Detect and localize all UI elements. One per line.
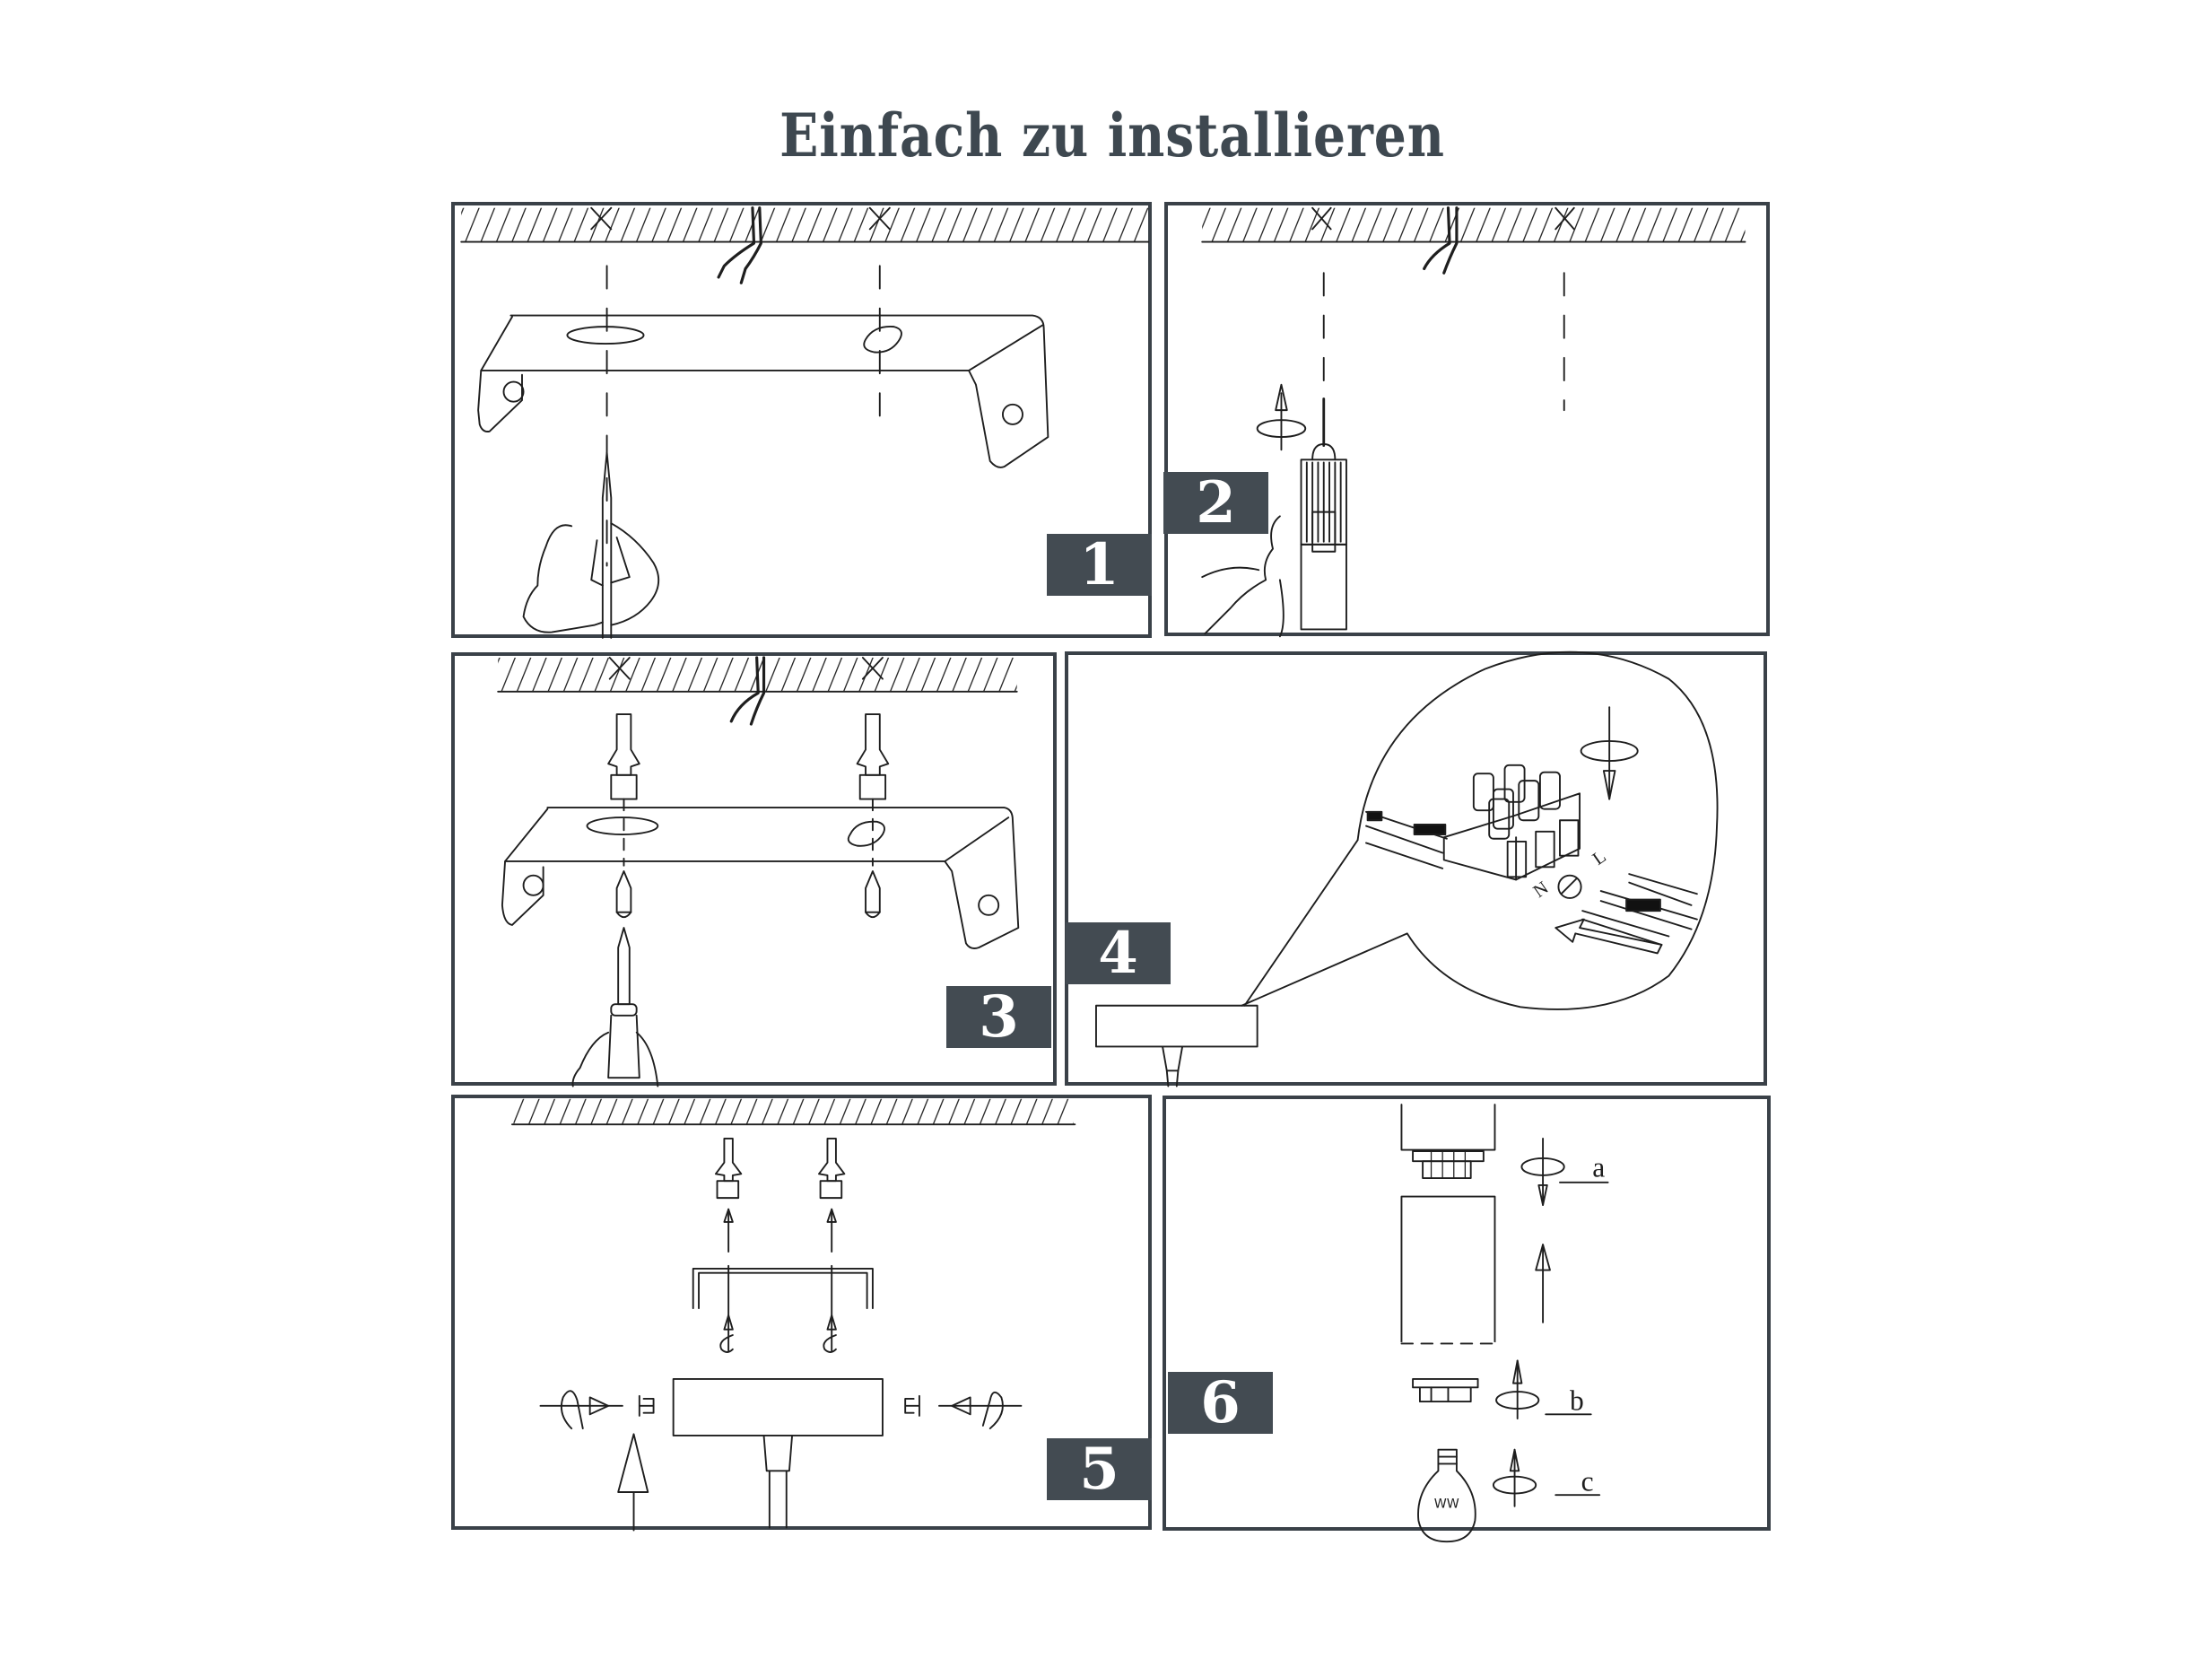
up-arrow-icon bbox=[1535, 1244, 1551, 1323]
cable-icon bbox=[717, 206, 762, 284]
step-badge-5: 5 bbox=[1047, 1438, 1152, 1500]
step-badge-4: 4 bbox=[1066, 922, 1171, 984]
step-badge-2: 2 bbox=[1163, 472, 1268, 534]
step-badge-6: 6 bbox=[1168, 1372, 1273, 1434]
ceiling-hatch bbox=[461, 207, 1149, 242]
wall-dowel-icon bbox=[607, 713, 640, 800]
step-5-illustration bbox=[511, 1098, 1076, 1532]
screwdriver-and-hand-icon bbox=[571, 927, 659, 1087]
step-badge-1: 1 bbox=[1047, 534, 1152, 596]
mark-x-icon bbox=[861, 657, 884, 680]
step-3-panel bbox=[451, 652, 1057, 1086]
side-screw-left bbox=[539, 1390, 655, 1430]
ground-icon bbox=[1557, 874, 1582, 899]
step-6-illustration bbox=[1399, 1104, 1609, 1543]
wall-dowel-icon bbox=[714, 1137, 743, 1200]
side-screw-right bbox=[904, 1391, 1023, 1430]
bracket-icon bbox=[501, 807, 1020, 949]
pencil-and-hand-icon bbox=[522, 451, 660, 639]
bracket-icon bbox=[692, 1267, 874, 1310]
screw-icon bbox=[615, 870, 632, 919]
light-bulb-icon bbox=[1417, 1448, 1476, 1543]
step-badge-3: 3 bbox=[946, 986, 1051, 1048]
page-title: Einfach zu installieren bbox=[779, 100, 1445, 170]
lamp-socket-body bbox=[1400, 1104, 1496, 1151]
up-arrow-icon bbox=[617, 1433, 649, 1532]
terminal-label-l: L bbox=[1589, 847, 1610, 869]
sub-label-b: b bbox=[1570, 1385, 1584, 1417]
step-3-illustration bbox=[497, 656, 1020, 1087]
step-1-illustration bbox=[460, 206, 1150, 639]
mark-x-icon bbox=[590, 206, 613, 231]
step-4-illustration bbox=[1095, 651, 1719, 1087]
mark-x-icon bbox=[1311, 206, 1332, 231]
ceiling-hatch bbox=[513, 1098, 1074, 1125]
lamp-shade bbox=[1400, 1195, 1496, 1345]
terminal-block-icon bbox=[1365, 764, 1581, 881]
sub-label-a: a bbox=[1592, 1151, 1605, 1183]
cable-icon bbox=[1423, 206, 1459, 275]
mark-x-icon bbox=[1554, 206, 1575, 231]
step-5-panel bbox=[451, 1095, 1152, 1530]
canopy-box bbox=[672, 1377, 884, 1436]
step-2-panel bbox=[1164, 202, 1770, 636]
wall-dowel-icon bbox=[818, 1137, 846, 1200]
rotate-up-arrow-icon bbox=[1495, 1359, 1540, 1419]
mark-x-icon bbox=[608, 657, 631, 680]
step-6-panel bbox=[1163, 1096, 1771, 1531]
terminal-label-n: N bbox=[1530, 878, 1553, 902]
bulb-marking: WW bbox=[1434, 1497, 1459, 1511]
ceiling-hatch bbox=[1202, 207, 1746, 242]
bracket-icon bbox=[477, 314, 1049, 468]
shade-ring bbox=[1412, 1377, 1479, 1389]
rotate-up-arrow-icon bbox=[1256, 383, 1307, 451]
rotate-down-arrow-icon bbox=[1580, 706, 1639, 800]
rotate-down-arrow-icon bbox=[1520, 1137, 1565, 1206]
magnify-callout bbox=[1241, 651, 1719, 1010]
step-4-panel bbox=[1065, 651, 1767, 1086]
step-1-panel bbox=[451, 202, 1152, 638]
screw-icon bbox=[865, 870, 881, 919]
canopy-box bbox=[1095, 1004, 1258, 1048]
sub-label-c: c bbox=[1581, 1465, 1594, 1497]
rotate-icon bbox=[719, 1334, 734, 1353]
insert-arrow-icon bbox=[1554, 918, 1663, 955]
rotate-up-arrow-icon bbox=[1492, 1448, 1537, 1507]
wires-icon bbox=[1581, 873, 1698, 946]
wall-dowel-icon bbox=[856, 713, 890, 800]
mark-x-icon bbox=[868, 206, 891, 231]
cable-icon bbox=[729, 656, 766, 726]
step-2-illustration bbox=[1201, 206, 1746, 638]
drill-icon bbox=[1201, 397, 1347, 638]
rotate-icon bbox=[823, 1334, 837, 1353]
